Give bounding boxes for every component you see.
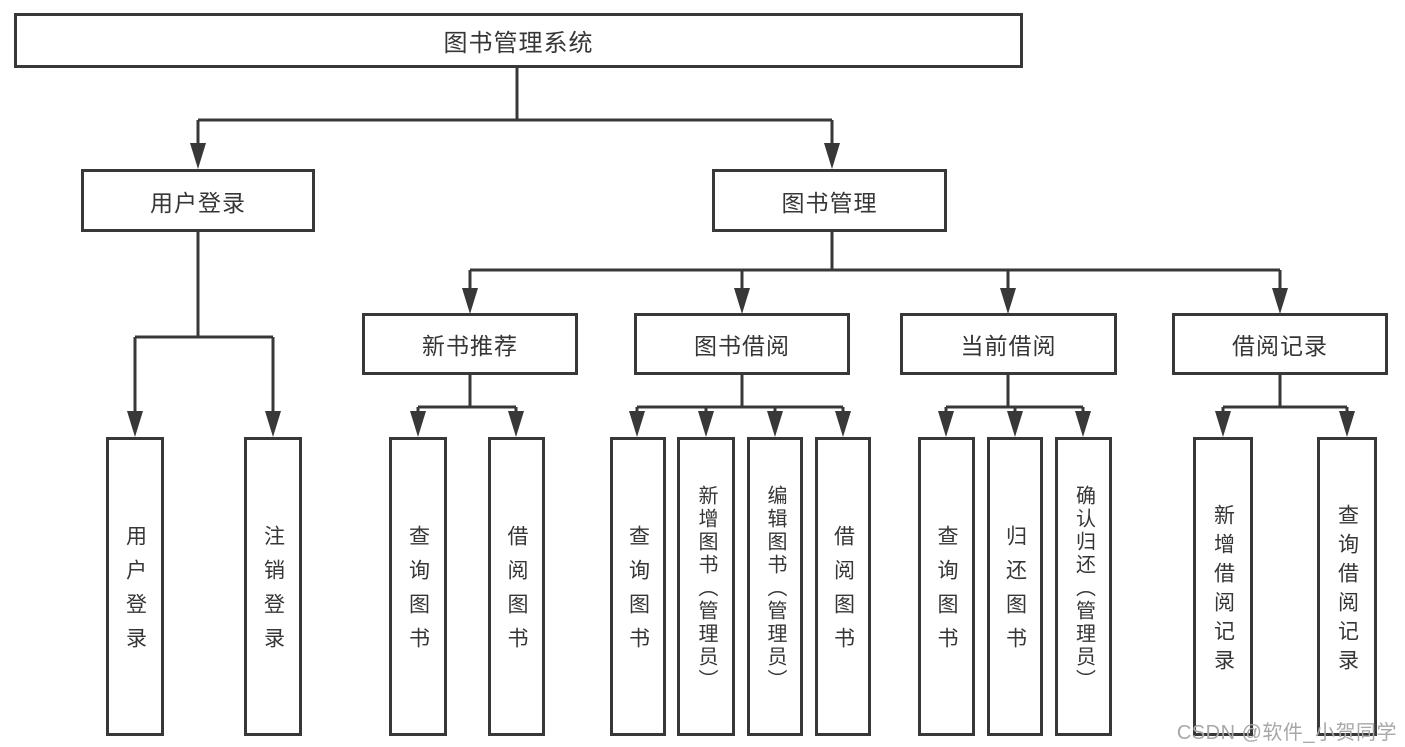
leaf-label: 查询图书 — [626, 525, 650, 661]
leaf-label: 查询图书 — [406, 525, 430, 661]
node-library-management-system: 图书管理系统 — [14, 13, 1023, 68]
leaf-label: 查询图书 — [935, 525, 958, 661]
leaf-label: 确认归还（管理员） — [1072, 484, 1095, 692]
leaf-logout: 注销登录 — [244, 437, 302, 736]
node-label: 图书管理 — [781, 189, 878, 216]
leaf-label: 借阅图书 — [505, 525, 528, 661]
leaf-label: 用户登录 — [123, 525, 147, 661]
arrowhead-icons — [127, 143, 1355, 437]
node-label: 用户登录 — [150, 189, 246, 216]
node-label: 图书管理系统 — [443, 30, 594, 57]
node-label: 借阅记录 — [1232, 333, 1328, 359]
watermark: CSDN @软件_小贺同学 — [1176, 722, 1397, 744]
leaf-add-borrow-record: 新增借阅记录 — [1193, 437, 1253, 736]
leaf-return-book: 归还图书 — [987, 437, 1043, 736]
leaf-label: 查询借阅记录 — [1335, 503, 1359, 678]
leaf-query-books-recommend: 查询图书 — [389, 437, 447, 736]
leaf-label: 新增借阅记录 — [1211, 503, 1235, 678]
leaf-label: 借阅图书 — [831, 525, 855, 661]
leaf-query-books-borrowing: 查询图书 — [610, 437, 666, 736]
node-label: 新书推荐 — [422, 333, 518, 359]
node-current-borrowing: 当前借阅 — [900, 313, 1117, 375]
leaf-user-login: 用户登录 — [106, 437, 164, 736]
leaf-edit-book-admin: 编辑图书（管理员） — [747, 437, 803, 736]
node-user-login: 用户登录 — [81, 169, 315, 232]
leaf-add-book-admin: 新增图书（管理员） — [677, 437, 735, 736]
leaf-label: 编辑图书（管理员） — [764, 484, 786, 692]
leaf-label: 注销登录 — [261, 525, 285, 661]
leaf-label: 归还图书 — [1003, 525, 1027, 661]
node-book-borrowing: 图书借阅 — [634, 313, 850, 375]
leaf-query-books-current: 查询图书 — [918, 437, 975, 736]
node-new-book-recommend: 新书推荐 — [362, 313, 578, 375]
leaf-borrow-book: 借阅图书 — [815, 437, 871, 736]
leaf-confirm-return-admin: 确认归还（管理员） — [1055, 437, 1112, 736]
node-label: 图书借阅 — [694, 333, 790, 359]
leaf-query-borrow-record: 查询借阅记录 — [1317, 437, 1377, 736]
leaf-label: 新增图书（管理员） — [695, 484, 717, 692]
node-borrowing-records: 借阅记录 — [1172, 313, 1388, 375]
leaf-borrow-books-recommend: 借阅图书 — [488, 437, 545, 736]
node-book-management: 图书管理 — [712, 169, 947, 232]
node-label: 当前借阅 — [960, 333, 1057, 359]
